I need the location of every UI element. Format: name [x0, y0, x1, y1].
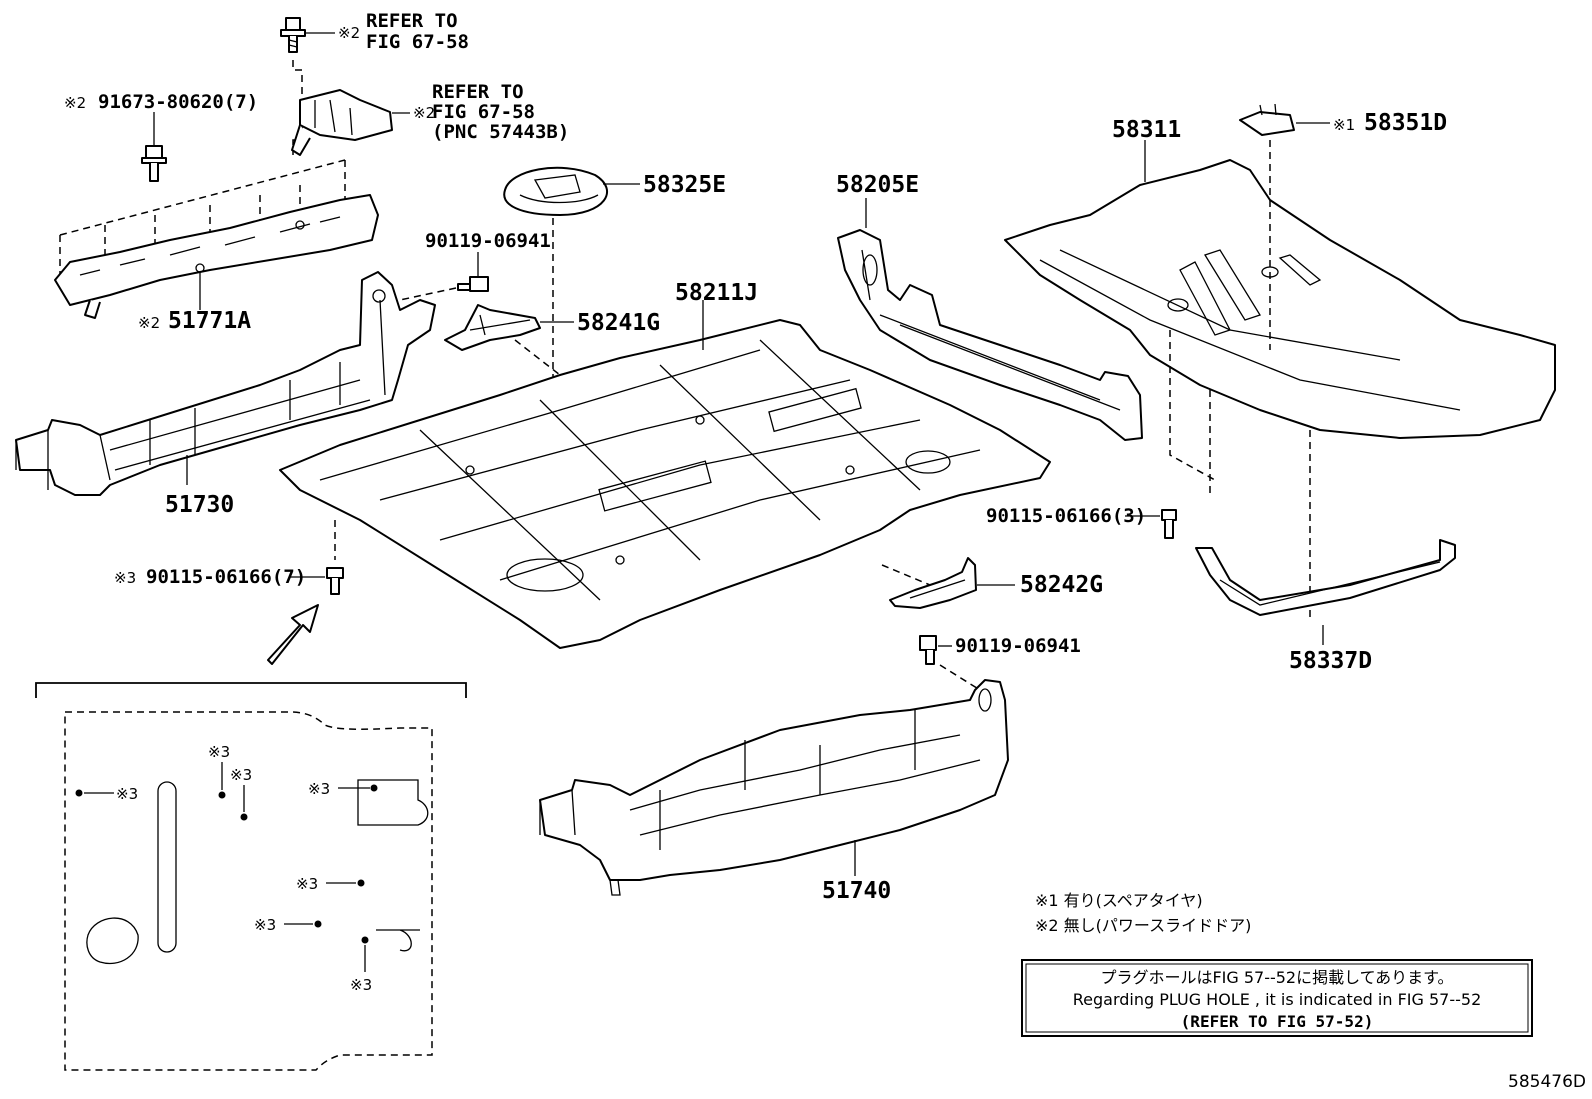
bracket-58242G-part[interactable] — [889, 557, 977, 609]
bracket-58351D-part[interactable] — [1239, 103, 1295, 136]
bolt-90115-7-part[interactable] — [326, 567, 344, 595]
label-58211J: 58211J — [675, 280, 758, 306]
label-58241G: 58241G — [577, 310, 660, 336]
legend-line-2: ※2 無し(パワースライドドア) — [1035, 916, 1251, 935]
refer-top-line2: FIG 67-58 — [366, 31, 469, 53]
drawing-number: 585476D — [1508, 1072, 1586, 1092]
clip-bracket-part[interactable] — [291, 89, 393, 156]
mark-2-top: ※2 — [338, 24, 360, 42]
label-51730: 51730 — [165, 492, 234, 518]
label-58242G: 58242G — [1020, 572, 1103, 598]
label-58205E: 58205E — [836, 172, 919, 198]
mark-1-58351D: ※1 — [1333, 116, 1355, 134]
rail-51771A-part[interactable] — [54, 194, 379, 319]
label-90115-06166-3: 90115-06166(3) — [986, 505, 1146, 527]
refer-top-line1: REFER TO — [366, 10, 458, 32]
notice-line-2: Regarding PLUG HOLE , it is indicated in… — [1073, 990, 1482, 1009]
mark-3-bolt: ※3 — [114, 569, 136, 587]
label-58325E: 58325E — [643, 172, 726, 198]
side-rail-51730-part[interactable] — [15, 271, 436, 496]
detail-mark-3-c: ※3 — [230, 766, 252, 784]
clip-bolt-top[interactable] — [280, 17, 306, 53]
mark-2-bolt: ※2 — [64, 94, 86, 112]
bolt-90115-3-part[interactable] — [1161, 509, 1177, 539]
label-90119-lower: 90119-06941 — [955, 635, 1081, 657]
cross-member-58205E-part[interactable] — [837, 229, 1143, 441]
mark-2-mid: ※2 — [413, 104, 435, 122]
detail-mark-3-f: ※3 — [254, 916, 276, 934]
detail-mark-3-e: ※3 — [296, 875, 318, 893]
label-58351D: 58351D — [1364, 110, 1447, 136]
side-rail-51740-part[interactable] — [539, 679, 1009, 896]
bolt-90119-lower-part[interactable] — [919, 635, 937, 665]
notice-line-1: プラグホールはFIG 57--52に掲載してあります。 — [1100, 968, 1453, 987]
view-arrow-icon — [267, 604, 319, 665]
refer-mid-line1: REFER TO — [432, 81, 524, 103]
label-90115-06166-7: 90115-06166(7) — [146, 566, 306, 588]
detail-mark-3-a: ※3 — [116, 785, 138, 803]
label-51740: 51740 — [822, 878, 891, 904]
detail-mark-3-d: ※3 — [308, 780, 330, 798]
detail-mark-3-g: ※3 — [350, 976, 372, 994]
plug-58325E-part[interactable] — [503, 166, 608, 216]
bolt-91673-part[interactable] — [141, 145, 167, 182]
label-51771A: 51771A — [168, 308, 251, 334]
label-90119-upper: 90119-06941 — [425, 230, 551, 252]
legend-line-1: ※1 有り(スペアタイヤ) — [1035, 891, 1203, 910]
label-91673-80620: 91673-80620(7) — [98, 91, 258, 113]
detail-mark-3-b: ※3 — [208, 743, 230, 761]
refer-mid-line3: (PNC 57443B) — [432, 121, 569, 143]
mark-2-51771A: ※2 — [138, 314, 160, 332]
notice-line-3: (REFER TO FIG 57-52) — [1181, 1012, 1374, 1031]
sill-58337D-part[interactable] — [1195, 539, 1456, 616]
detail-view: ※3 ※3 ※3 ※3 ※3 ※3 ※3 — [35, 682, 467, 1071]
floor-pan-58211J-part[interactable] — [279, 319, 1051, 649]
bolt-90119-upper-part[interactable] — [457, 276, 489, 292]
label-58311: 58311 — [1112, 117, 1181, 143]
refer-mid-line2: FIG 67-58 — [432, 101, 535, 123]
spare-tire-pan-58311-part[interactable] — [1004, 159, 1556, 439]
label-58337D: 58337D — [1289, 648, 1372, 674]
notice-box: プラグホールはFIG 57--52に掲載してあります。 Regarding PL… — [1021, 959, 1533, 1037]
bracket-58241G-part[interactable] — [444, 304, 541, 351]
